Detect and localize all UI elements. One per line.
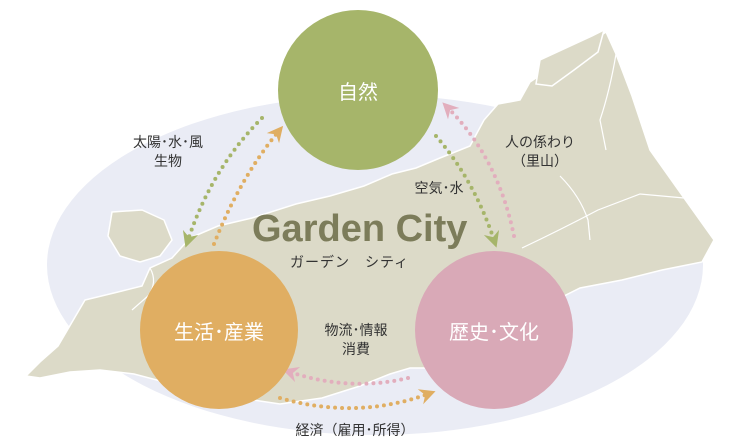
map-boundary-line bbox=[599, 53, 617, 151]
flow-label-line: 太陽･水･風 bbox=[133, 135, 203, 151]
arrow-nature-to-history bbox=[434, 134, 500, 248]
nature-circle bbox=[278, 10, 438, 170]
flow-label-logistics-info: 物流･情報 消費 bbox=[306, 322, 406, 360]
flow-label-air-water: 空気･水 bbox=[394, 180, 484, 199]
diagram-title: Garden City bbox=[252, 208, 468, 250]
city-map-land-west bbox=[107, 209, 173, 263]
flow-label-line: 経済（雇用･所得） bbox=[295, 423, 415, 439]
diagram-subtitle: ガーデン シティ bbox=[290, 255, 410, 271]
flow-label-line: （里山） bbox=[512, 154, 568, 170]
arrow-history-to-nature bbox=[442, 102, 516, 238]
flow-label-line: 生物 bbox=[154, 154, 182, 170]
arrow-life-to-nature bbox=[212, 125, 284, 246]
flow-label-line: 空気･水 bbox=[414, 181, 464, 197]
nature-label: 自然 bbox=[338, 80, 378, 104]
arrow-life-to-history bbox=[278, 389, 436, 411]
city-map-land-north bbox=[535, 28, 606, 87]
history-culture-label: 歴史･文化 bbox=[449, 320, 539, 344]
arrow-history-to-life bbox=[282, 366, 410, 386]
flow-label-economy: 経済（雇用･所得） bbox=[270, 422, 440, 441]
map-boundary-line bbox=[521, 193, 685, 249]
life-industry-circle bbox=[140, 251, 298, 409]
flow-label-sun-water-wind: 太陽･水･風 生物 bbox=[118, 134, 218, 172]
history-culture-circle bbox=[415, 251, 573, 409]
flow-label-line: 人の係わり bbox=[505, 135, 575, 151]
map-boundary-line bbox=[559, 175, 591, 241]
arrow-nature-to-life bbox=[182, 116, 264, 248]
life-industry-label: 生活･産業 bbox=[174, 320, 264, 344]
flow-label-line: 物流･情報 bbox=[324, 323, 388, 339]
flow-label-line: 消費 bbox=[342, 342, 370, 358]
flow-label-people-relations: 人の係わり （里山） bbox=[490, 134, 590, 172]
